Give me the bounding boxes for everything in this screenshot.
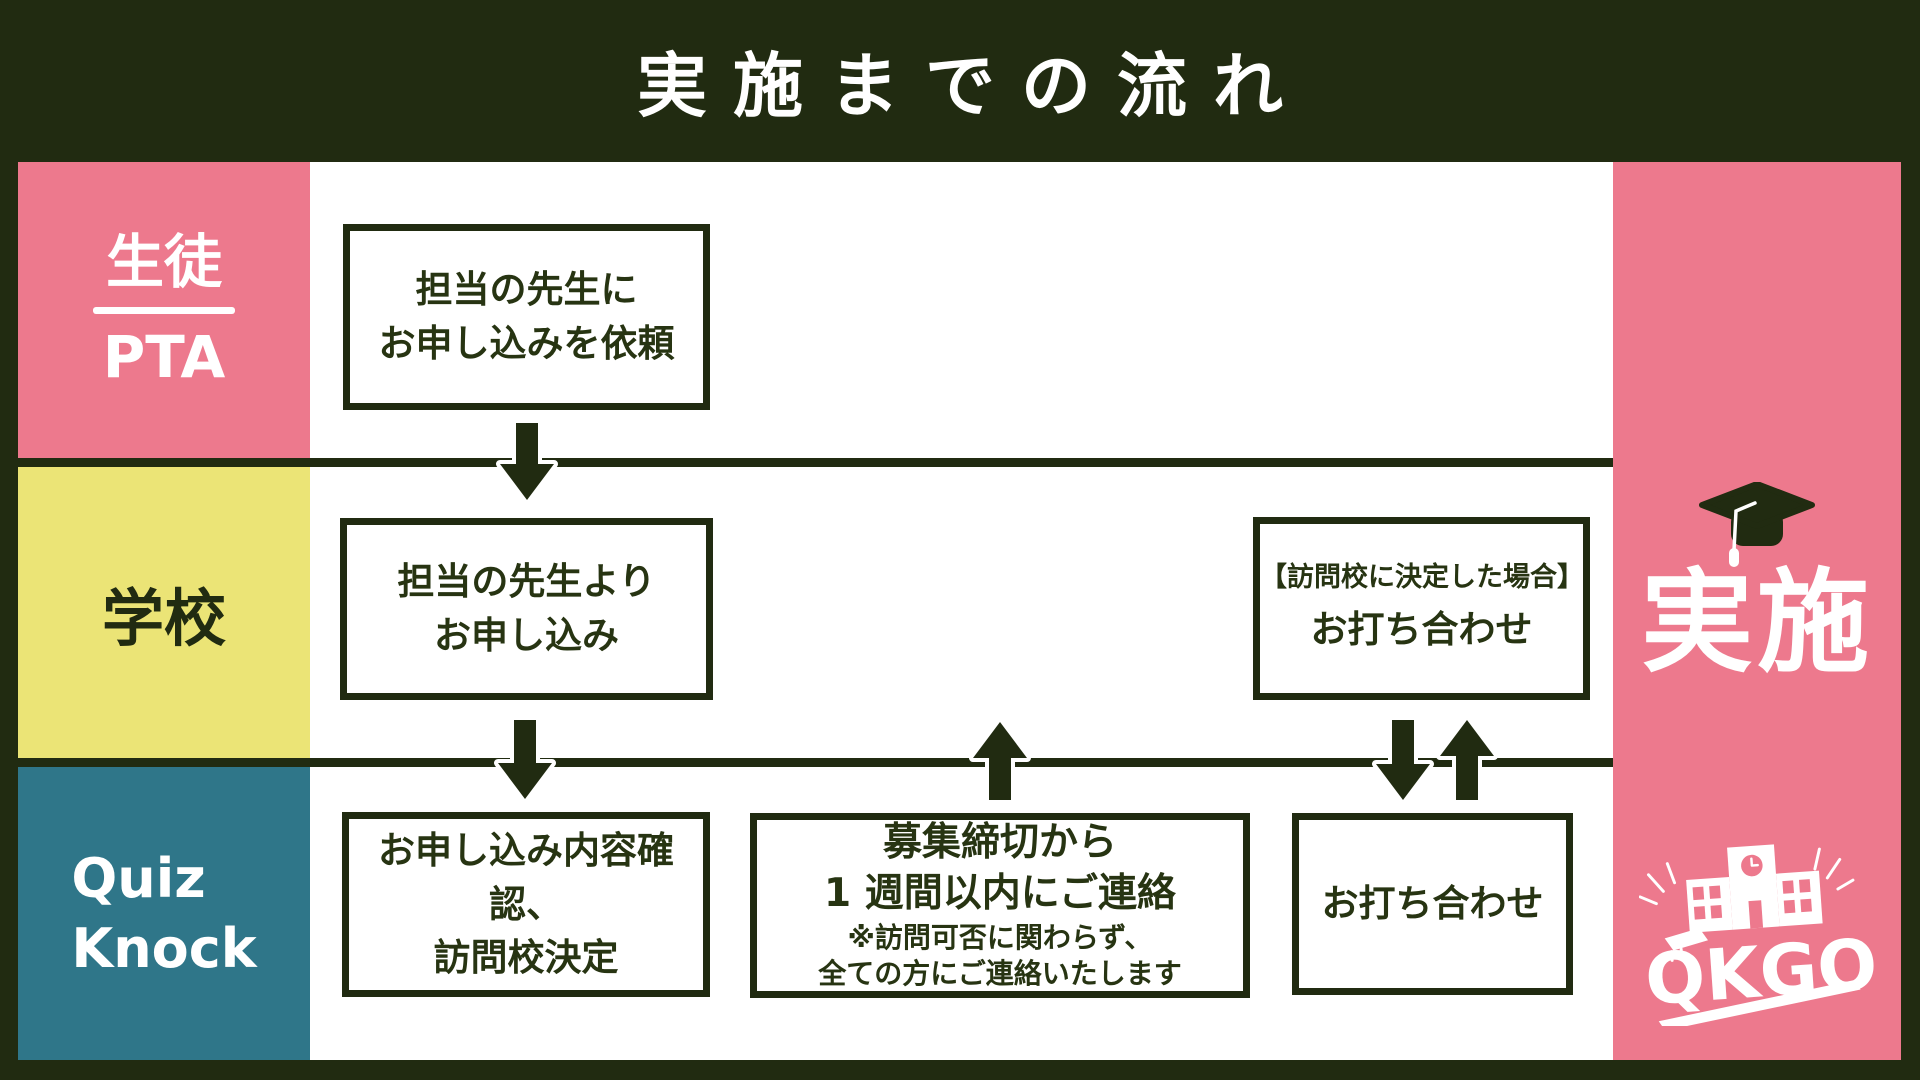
lane-students-label: 生徒	[105, 227, 222, 296]
box-note-text: 【訪問校に決定した場合】	[1260, 562, 1584, 594]
box-text: 1 週間以内にご連絡	[824, 871, 1176, 917]
box-text: 担当の先生に	[415, 268, 638, 312]
box-confirm-and-decide: お申し込み内容確認、 訪問校決定	[342, 812, 710, 997]
lane-school-label: 学校	[101, 581, 226, 655]
page-title: 実施までの流れ	[637, 45, 1309, 127]
box-text: お打ち合わせ	[1310, 607, 1533, 651]
box-apply-from-teacher: 担当の先生より お申し込み	[340, 518, 713, 700]
lane-quiz-label: Quiz	[71, 847, 206, 911]
graduation-cap-icon	[1699, 482, 1815, 567]
box-text: 担当の先生より	[397, 560, 656, 604]
result-sidebar: 実施	[1613, 162, 1901, 1060]
qkgo-logo: QKGO	[1639, 844, 1875, 1026]
result-label: 実施	[1641, 558, 1873, 688]
box-text: お打ち合わせ	[1321, 882, 1544, 926]
lane-divider-2	[18, 758, 1613, 767]
box-contact-within-week: 募集締切から 1 週間以内にご連絡 ※訪問可否に関わらず、 全ての方にご連絡いた…	[750, 813, 1250, 998]
box-text: 募集締切から	[882, 820, 1117, 866]
box-text: お申し込み内容確認、	[378, 829, 674, 926]
lane-label-school: 学校	[18, 467, 310, 758]
logo-mini-cap	[1664, 928, 1709, 951]
lane-label-students-pta: 生徒 PTA	[18, 162, 310, 458]
box-text: 訪問校決定	[433, 936, 619, 980]
box-request-to-teacher: 担当の先生に お申し込みを依頼	[343, 224, 710, 410]
logo-underline-swoosh	[1658, 980, 1861, 1026]
lane-divider-1	[18, 458, 1613, 467]
box-note-text: 全ての方にご連絡いたします	[818, 957, 1182, 991]
box-meeting-if-selected: 【訪問校に決定した場合】 お打ち合わせ	[1253, 517, 1590, 700]
sparkle-lines	[1639, 847, 1855, 906]
box-note-text: ※訪問可否に関わらず、	[847, 920, 1153, 954]
box-text: お申し込みを依頼	[378, 322, 675, 365]
lane-label-quizknock: Quiz Knock	[18, 767, 310, 1060]
fraction-divider-line	[93, 306, 235, 314]
school-building-icon	[1686, 844, 1823, 933]
box-text: お申し込み	[434, 614, 619, 657]
lane-pta-label: PTA	[102, 322, 226, 391]
lane-knock-label: Knock	[71, 916, 257, 980]
flowchart-panel: 生徒 PTA 学校 Quiz Knock 担当の先生に お申し込みを依頼 担当の…	[18, 162, 1901, 1060]
box-meeting-quizknock: お打ち合わせ	[1292, 813, 1573, 995]
